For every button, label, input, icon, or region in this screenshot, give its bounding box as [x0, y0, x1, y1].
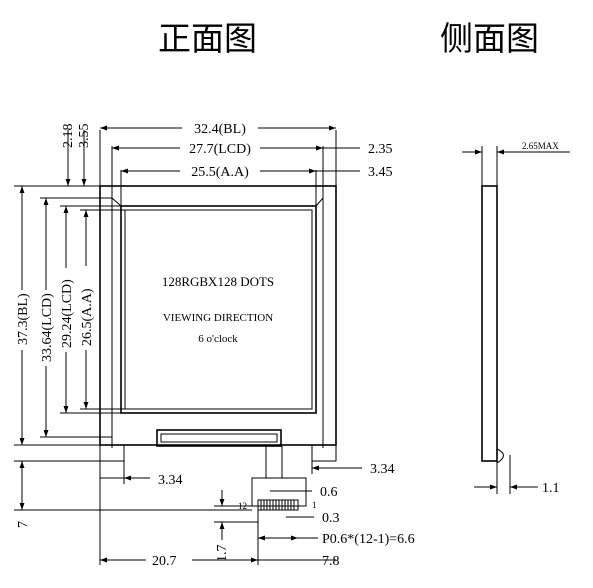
side-body — [481, 185, 498, 462]
top-dimensions: 32.4(BL) 27.7(LCD) 25.5(A.A) 2.35 3.45 — [99, 122, 393, 206]
fpc-pins — [257, 499, 299, 511]
dim-pin-03: 0.3 — [322, 511, 340, 526]
dim-h-7: 7 — [16, 521, 31, 528]
dim-top-218: 2.18 — [61, 124, 76, 149]
lcd-edges — [111, 190, 324, 448]
dim-lcd-height: 33.64(LCD) — [40, 293, 55, 362]
side-view-title: 侧面图 — [440, 19, 539, 58]
left-dimensions: 37.3(BL) 33.64(LCD) 29.24(LCD) 26.5(A.A) — [14, 185, 125, 446]
corner-marks — [111, 197, 324, 207]
resolution-label: 128RGBX128 DOTS — [162, 274, 274, 289]
dim-side-11: 1.1 — [542, 481, 560, 496]
bottom-dimensions: 3.34 3.34 0.6 12 1 0.3 P0.6*(12-1)=6.6 2… — [14, 460, 415, 569]
left-foot — [99, 445, 125, 462]
dim-aa-width: 25.5(A.A) — [191, 165, 249, 180]
right-foot — [311, 445, 337, 462]
fpc-tail — [265, 446, 283, 478]
dim-thickness: 2.65MAX — [522, 141, 559, 151]
dim-lcd-width: 27.7(LCD) — [189, 142, 251, 157]
active-area-inner — [124, 209, 313, 410]
connector-block — [156, 429, 282, 447]
dim-bl-width: 32.4(BL) — [194, 122, 246, 137]
dim-top-355: 3.55 — [77, 124, 92, 149]
dim-pos-78: 7.8 — [322, 554, 340, 569]
dim-aa-height: 26.5(A.A) — [80, 288, 95, 346]
top-left-offsets: 2.18 3.55 — [61, 124, 92, 186]
dim-left-334: 3.34 — [158, 473, 183, 488]
dim-pitch-06: 0.6 — [320, 485, 338, 500]
active-area-outer — [120, 205, 317, 414]
dim-bl-height: 37.3(BL) — [16, 293, 31, 345]
dim-right-235: 2.35 — [368, 142, 393, 157]
dim-2924: 29.24(LCD) — [60, 279, 75, 348]
fpc-pin-lines — [260, 500, 295, 510]
clock-label: 6 o'clock — [198, 333, 238, 345]
dim-pos-207: 20.7 — [152, 554, 177, 569]
front-view-title: 正面图 — [158, 19, 257, 58]
dim-right-345: 3.45 — [368, 165, 393, 180]
dim-right-334: 3.34 — [370, 462, 395, 477]
dim-h-17: 1.7 — [215, 545, 230, 563]
side-fpc-bend — [496, 448, 504, 464]
pin-1-label: 1 — [312, 500, 317, 510]
dim-pitch-formula: P0.6*(12-1)=6.6 — [322, 532, 415, 547]
front-view: 128RGBX128 DOTS VIEWING DIRECTION 6 o'cl… — [99, 185, 337, 511]
side-view: 2.65MAX 1.1 — [462, 141, 570, 496]
viewing-direction-label: VIEWING DIRECTION — [163, 312, 273, 324]
connector-inner — [160, 433, 278, 443]
backlight-outline — [99, 185, 337, 446]
